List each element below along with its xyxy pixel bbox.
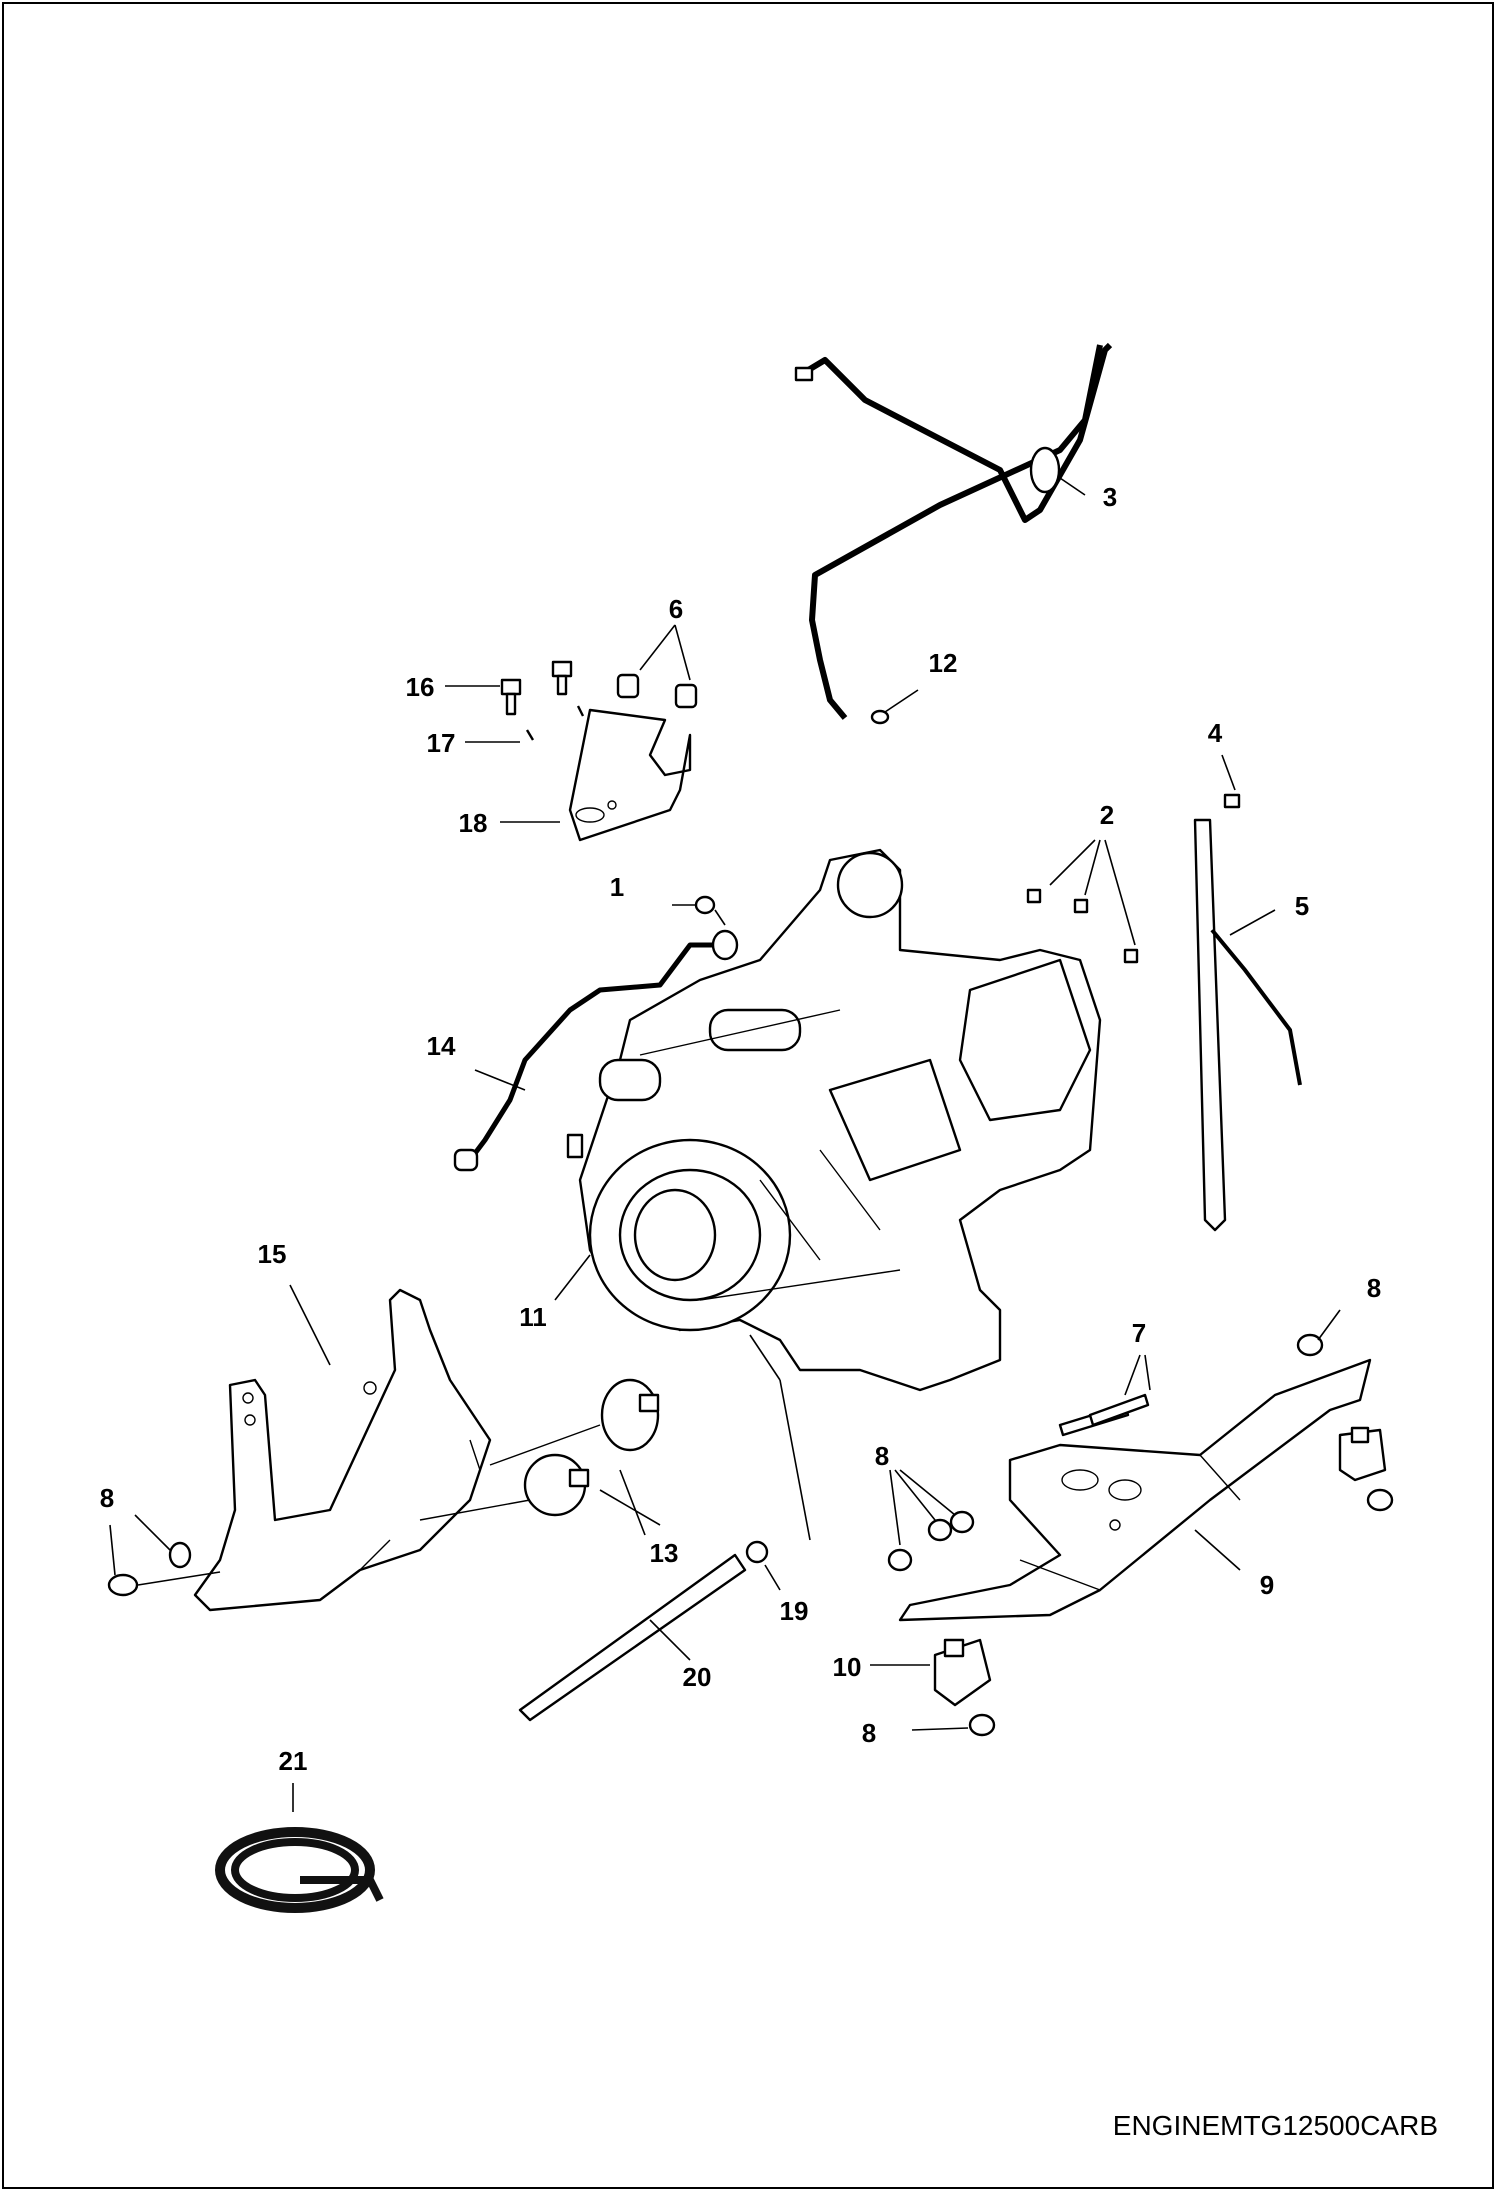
callout-18: 18 (458, 808, 488, 838)
callout-12: 12 (928, 648, 958, 678)
callout-8-bottom: 8 (861, 1718, 877, 1748)
part-17-washer (525, 705, 585, 741)
callout-8-top-right: 8 (1366, 1273, 1382, 1303)
part-21-hose-coil (215, 1827, 384, 1913)
callout-8-center: 8 (874, 1441, 890, 1471)
callout-16: 16 (405, 672, 435, 702)
part-10-mounts (933, 1426, 1387, 1707)
diagram-code-label: ENGINEMTG12500CARB (1112, 2110, 1438, 2141)
part-15-left-bracket (193, 1288, 492, 1612)
callout-2: 2 (1099, 800, 1115, 830)
part-20-hose (518, 1553, 747, 1722)
part-1-nut (694, 895, 716, 915)
part-7-bolts (1058, 1393, 1150, 1437)
callout-20: 20 (682, 1662, 712, 1692)
callout-21: 21 (278, 1746, 308, 1776)
callout-8-left: 8 (99, 1483, 115, 1513)
part-14-ground-cable (453, 929, 739, 1172)
callout-3: 3 (1102, 482, 1118, 512)
callout-13: 13 (649, 1538, 679, 1568)
part-11-engine (566, 848, 1102, 1392)
callout-9: 9 (1259, 1570, 1275, 1600)
callout-19: 19 (779, 1596, 809, 1626)
part-9-mount-plate (898, 1358, 1372, 1622)
callout-5: 5 (1294, 891, 1310, 921)
callout-14: 14 (426, 1031, 456, 1061)
part-13-mounts (419, 1378, 660, 1521)
callout-10: 10 (832, 1652, 862, 1682)
callout-7: 7 (1131, 1318, 1147, 1348)
callout-11: 11 (519, 1302, 547, 1332)
part-16-bolt (500, 660, 573, 716)
part-19-clamp (745, 1540, 769, 1564)
callout-17: 17 (426, 728, 456, 758)
callout-15: 15 (257, 1239, 287, 1269)
part-8-nuts-right (887, 1333, 1394, 1737)
part-12-fitting (870, 709, 890, 725)
callout-4: 4 (1207, 718, 1223, 748)
part-5-support-rod (1193, 818, 1302, 1232)
leader-lines (109, 477, 1341, 1812)
callout-6: 6 (668, 594, 684, 624)
part-2-screws (1026, 888, 1139, 964)
part-18-bracket (568, 708, 692, 842)
part-3-throttle-cable (794, 342, 1113, 720)
part-4-nut (1223, 793, 1241, 809)
part-6-grommet (616, 673, 698, 709)
callout-1: 1 (609, 872, 625, 902)
part-8-washers-left (107, 1541, 192, 1597)
